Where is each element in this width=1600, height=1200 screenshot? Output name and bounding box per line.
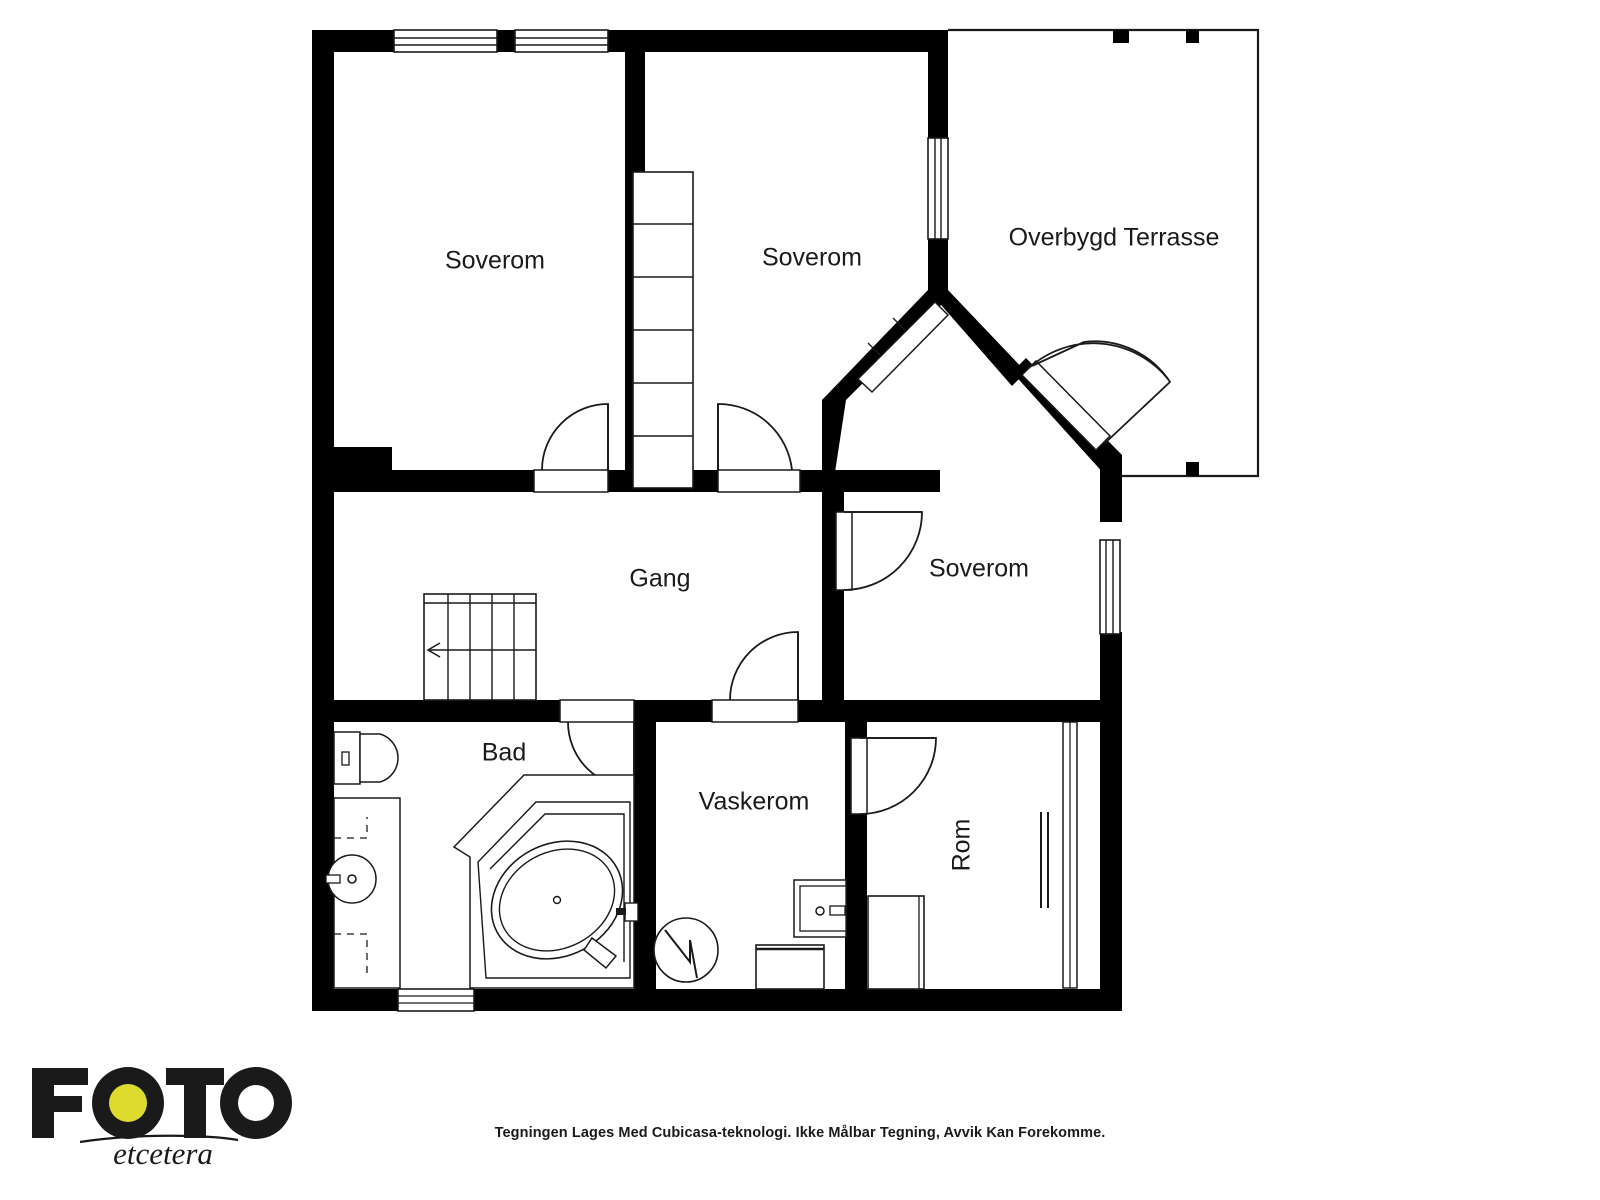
- toilet-icon: [333, 731, 399, 785]
- stair-direction-arrow: [426, 642, 536, 658]
- room-label-soverom-1: Soverom: [445, 247, 545, 275]
- logo-svg: etcetera: [32, 1067, 292, 1168]
- bathtub-icon: [452, 774, 639, 989]
- logo-script-text: etcetera: [79, 1134, 239, 1168]
- door-terrace-diagonal: [1020, 340, 1171, 452]
- room-label-vaskerom: Vaskerom: [699, 788, 810, 816]
- door-soverom3: [835, 511, 923, 591]
- room-label-soverom-3: Soverom: [929, 555, 1029, 583]
- rom-fixtures: [867, 721, 1078, 990]
- sliding-closet-icon: [1040, 721, 1078, 989]
- window-soverom3-right: [1099, 539, 1121, 635]
- bathroom-fixtures: [325, 731, 639, 989]
- door-soverom1: [533, 403, 609, 493]
- logo-wordmark: [32, 1067, 292, 1139]
- washing-machine-icon: [755, 944, 825, 990]
- door-rom: [850, 737, 937, 815]
- door-vaskerom: [711, 631, 799, 723]
- room-label-gang: Gang: [629, 565, 690, 593]
- floor-drain-icon: [653, 917, 719, 983]
- terrace-outline: [948, 28, 1260, 478]
- room-label-soverom-2: Soverom: [762, 244, 862, 272]
- laundry-fixtures: [653, 879, 847, 990]
- walls: [312, 30, 1122, 1011]
- window-top-1: [393, 29, 498, 53]
- logo-accent-dot: [109, 1084, 147, 1122]
- room-labels: Soverom Soverom Soverom Overbygd Terrass…: [445, 224, 1219, 872]
- staircase-down: [423, 593, 537, 701]
- window-top-2: [514, 29, 609, 53]
- room-label-overbygd-terrasse: Overbygd Terrasse: [1009, 224, 1220, 252]
- window-bad-bottom: [397, 988, 475, 1012]
- drawing-disclaimer-caption: Tegningen Lages Med Cubicasa-teknologi. …: [494, 1125, 1106, 1141]
- sink-vanity-icon: [325, 797, 401, 989]
- room-label-bad: Bad: [482, 739, 526, 767]
- staircase-up: [632, 171, 694, 489]
- doors: [533, 340, 1171, 815]
- room-label-rom: Rom: [948, 819, 976, 872]
- windows: [393, 29, 1121, 1012]
- logo-secondary-text: etcetera: [113, 1136, 213, 1168]
- window-soverom2-right: [927, 137, 949, 240]
- foto-etcetera-logo: etcetera: [28, 1038, 298, 1168]
- door-soverom2: [717, 403, 801, 493]
- laundry-sink-icon: [793, 879, 847, 938]
- window-bay-diagonal: [856, 300, 950, 394]
- storage-cabinet-icon: [867, 895, 925, 990]
